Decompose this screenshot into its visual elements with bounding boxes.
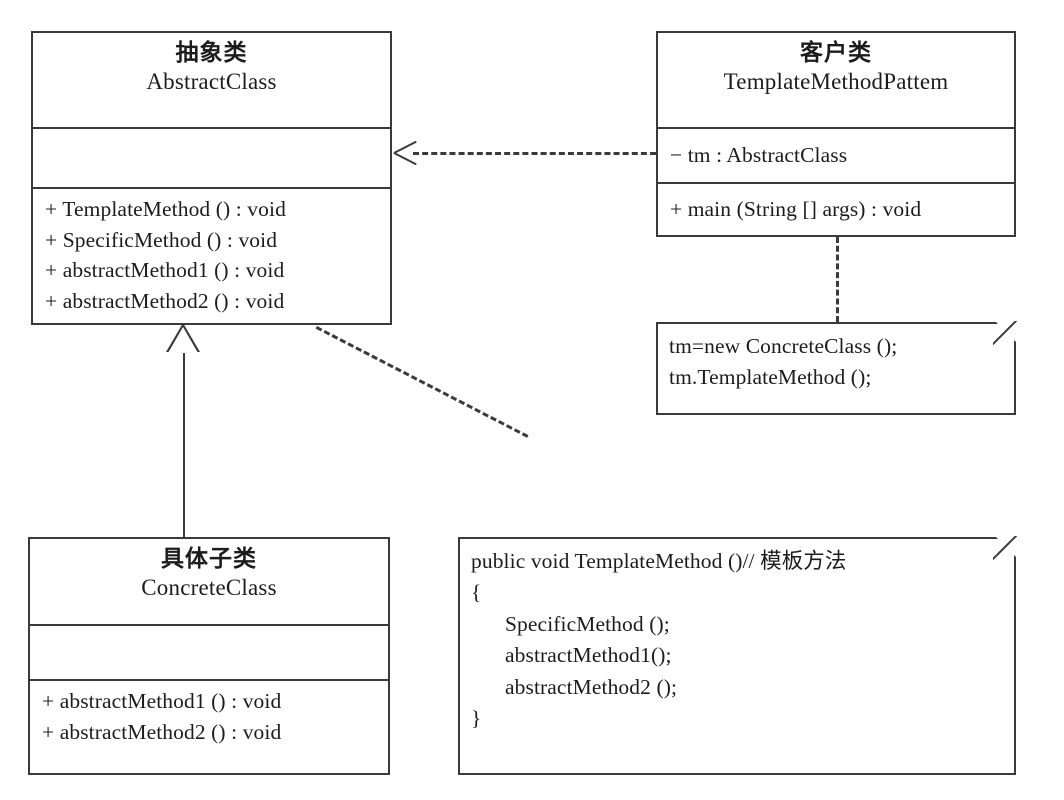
note-line: tm=new ConcreteClass (); xyxy=(669,334,898,358)
class-box-client-class[interactable]: 客户类 TemplateMethodPattem − tm : Abstract… xyxy=(656,31,1016,237)
class-operations-abstract-class: + TemplateMethod () : void + SpecificMet… xyxy=(33,187,390,323)
operation-row: + main (String [] args) : void xyxy=(670,197,922,222)
operation-row: + abstractMethod1 () : void xyxy=(42,689,282,713)
note-template-method-code[interactable]: public void TemplateMethod ()// 模板方法 { S… xyxy=(458,535,1018,775)
note-line: abstractMethod1(); xyxy=(505,643,672,668)
connector-note-anchor-abstract xyxy=(315,326,529,438)
operation-row: + abstractMethod1 () : void xyxy=(45,258,285,283)
class-box-abstract-class[interactable]: 抽象类 AbstractClass + TemplateMethod () : … xyxy=(31,31,392,325)
arrow-open-head-icon xyxy=(394,152,419,154)
class-title-cn-concrete-class: 具体子类 xyxy=(161,546,257,571)
class-operations-concrete-class: + abstractMethod1 () : void + abstractMe… xyxy=(30,679,388,773)
class-title-cn-client-class: 客户类 xyxy=(800,40,872,65)
note-line: SpecificMethod (); xyxy=(505,611,670,636)
note-text: tm=new ConcreteClass (); tm.TemplateMeth… xyxy=(656,322,1016,415)
class-header-client-class: 客户类 TemplateMethodPattem xyxy=(658,33,1014,127)
class-attributes-client-class: − tm : AbstractClass xyxy=(658,127,1014,182)
note-line: tm.TemplateMethod (); xyxy=(669,365,872,390)
operation-row: + SpecificMethod () : void xyxy=(45,227,278,252)
operation-row: + abstractMethod2 () : void xyxy=(45,288,285,313)
class-operations-client-class: + main (String [] args) : void xyxy=(658,182,1014,235)
note-body xyxy=(458,537,1016,775)
note-text: public void TemplateMethod ()// 模板方法 { S… xyxy=(458,537,1016,775)
connector-note-anchor-client xyxy=(836,237,839,322)
note-body xyxy=(656,322,1016,415)
note-client-code[interactable]: tm=new ConcreteClass (); tm.TemplateMeth… xyxy=(656,320,1018,415)
class-title-en-abstract-class: AbstractClass xyxy=(146,68,277,94)
note-line: abstractMethod2 (); xyxy=(505,674,678,699)
class-attributes-concrete-class xyxy=(30,624,388,679)
class-title-en-concrete-class: ConcreteClass xyxy=(141,574,277,600)
attribute-row: − tm : AbstractClass xyxy=(670,143,848,168)
operation-row: + TemplateMethod () : void xyxy=(45,197,286,221)
note-line: } xyxy=(471,705,482,730)
class-title-en-client-class: TemplateMethodPattem xyxy=(723,68,949,94)
connector-generalization-line xyxy=(183,350,185,537)
operation-row: + abstractMethod2 () : void xyxy=(42,719,282,744)
note-line: public void TemplateMethod ()// 模板方法 xyxy=(471,549,847,573)
note-line: { xyxy=(471,580,482,605)
class-attributes-abstract-class xyxy=(33,127,390,187)
class-header-concrete-class: 具体子类 ConcreteClass xyxy=(30,539,388,624)
class-title-cn-abstract-class: 抽象类 xyxy=(175,40,248,65)
triangle-hollow-fill xyxy=(168,327,198,353)
class-box-concrete-class[interactable]: 具体子类 ConcreteClass + abstractMethod1 () … xyxy=(28,537,390,775)
class-header-abstract-class: 抽象类 AbstractClass xyxy=(33,33,390,127)
connector-dependency-line xyxy=(413,152,656,155)
